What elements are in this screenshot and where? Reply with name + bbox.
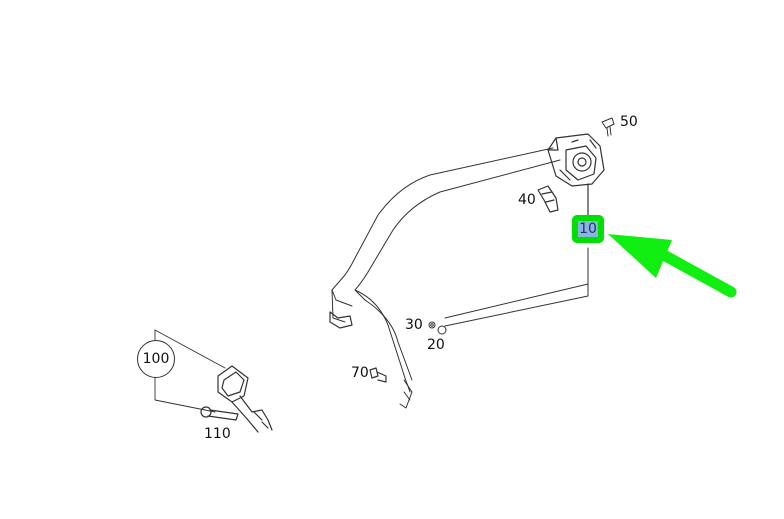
part-label-50[interactable]: 50	[620, 114, 638, 130]
screw-50-part	[601, 117, 615, 137]
part-label-100[interactable]: 100	[137, 340, 175, 378]
clip-40-part	[537, 185, 559, 213]
buckle-100-part	[217, 365, 273, 433]
bolt-110-part	[200, 406, 239, 421]
part-label-10[interactable]: 10	[578, 221, 598, 237]
belt-strap	[329, 147, 561, 409]
highlight-box-10[interactable]: 10	[572, 215, 604, 243]
part-label-40[interactable]: 40	[518, 192, 536, 208]
washer-20-30-part	[428, 321, 447, 335]
part-label-20[interactable]: 20	[427, 337, 445, 353]
retractor-part	[547, 133, 605, 217]
part-label-30[interactable]: 30	[405, 317, 423, 333]
part-label-110[interactable]: 110	[204, 426, 231, 442]
part-label-70[interactable]: 70	[351, 365, 369, 381]
green-pointer-arrow-icon	[608, 234, 737, 298]
bolt-70-part	[369, 367, 387, 383]
